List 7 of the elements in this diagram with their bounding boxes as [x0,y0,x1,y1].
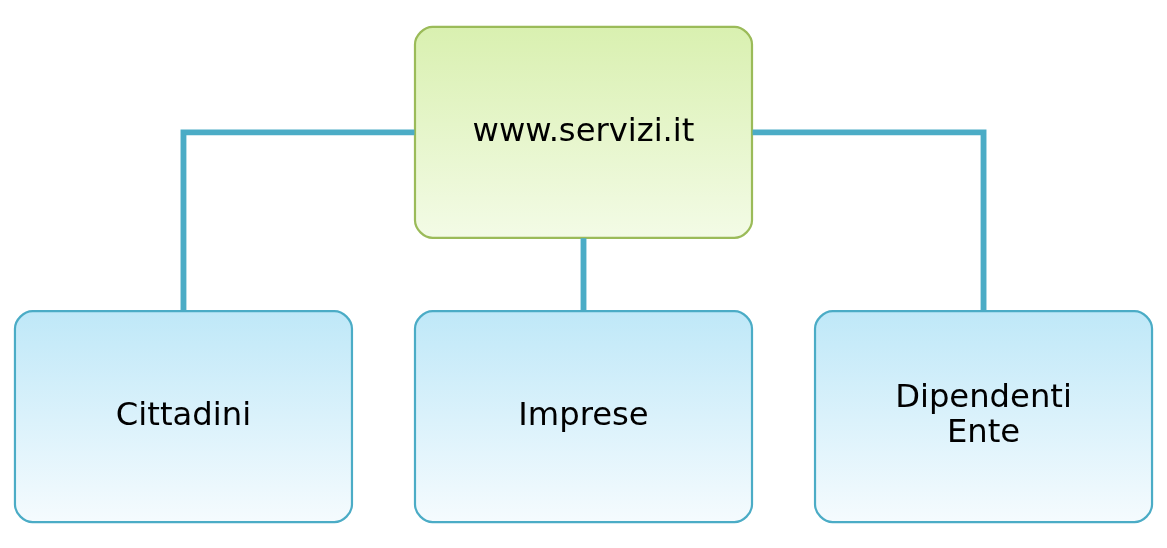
node-box: Cittadini [13,309,354,523]
node-box: Imprese [413,309,754,523]
connector [752,128,987,311]
connector [580,237,587,311]
node-box: www.servizi.it [413,25,754,239]
connector [180,128,415,311]
node-box: Dipendenti Ente [813,309,1154,523]
